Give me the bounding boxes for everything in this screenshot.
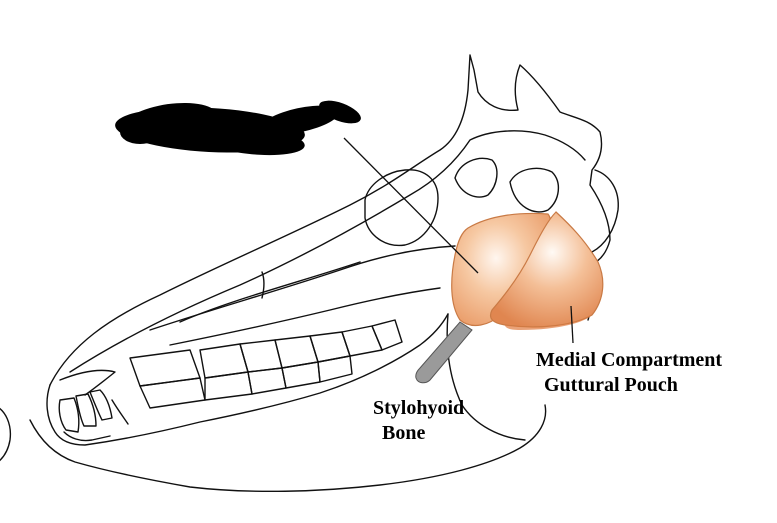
medial-pouch-shadow: [505, 315, 592, 330]
redaction-scribble: [115, 100, 361, 156]
leader-line-lateral-compartment: [343, 137, 479, 274]
label-guttural-pouch: Guttural Pouch: [544, 374, 678, 396]
label-bone: Bone: [382, 422, 426, 444]
leader-line-medial-compartment: [570, 305, 574, 344]
label-medial-compartment: Medial Compartment: [536, 349, 723, 371]
stylohyoid-bone: [415, 321, 473, 384]
skull-outline: [0, 54, 619, 493]
label-stylohyoid: Stylohyoid: [373, 397, 465, 419]
